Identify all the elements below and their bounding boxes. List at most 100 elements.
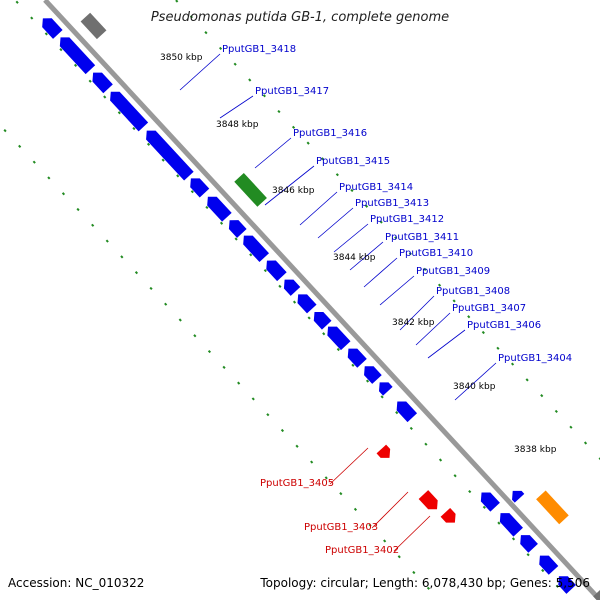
gene-features [42,12,600,600]
tick-mark [32,160,36,164]
forward-gene-label: PputGB1_3417 [255,86,329,97]
tick-mark [193,334,197,338]
tick-mark [103,95,107,99]
forward-gene-4 [146,130,194,181]
tick-mark [467,315,471,319]
forward-gene-21-shape [539,555,559,575]
tick-mark [164,302,168,306]
tick-mark [335,173,339,177]
leader-line [415,312,451,346]
tick-mark [497,521,501,525]
tick-mark [277,109,281,114]
tick-mark [295,444,299,448]
forward-gene-14-shape [347,348,367,368]
tick-mark [292,300,297,304]
forward-gene-9-shape [266,260,287,282]
tick-mark [233,62,237,66]
forward-gene-label: PputGB1_3413 [355,198,429,209]
forward-gene-10-shape [283,279,301,296]
label-leaders [179,53,497,552]
tick-mark [510,362,515,366]
tick-mark [368,523,372,527]
tick-mark [91,223,95,227]
accession-text: Accession: NC_010322 [8,576,145,590]
forward-gene-8 [243,235,270,263]
leader-line [363,257,398,288]
tick-mark [353,507,358,511]
tick-mark [306,141,310,145]
forward-gene-label: PputGB1_3415 [316,156,390,167]
forward-gene-3-shape [110,91,149,132]
forward-gene-2-shape [92,72,113,94]
tick-mark [468,489,472,494]
tick-mark [379,220,383,224]
forward-gene-1-shape [59,37,96,75]
forward-gene-0-shape [42,18,63,39]
forward-gene-6 [207,196,232,222]
leader-line [349,241,384,271]
genome-backbone [43,0,600,600]
forward-gene-3 [110,91,149,132]
leader-line [399,295,435,331]
tick-mark [380,395,384,399]
tick-mark [321,157,325,161]
forward-gene-19-shape [499,513,523,537]
forward-gene-12-shape [313,311,332,330]
highlight-gene-shape [536,490,569,525]
tick-mark [278,284,282,288]
forward-gene-label: PputGB1_3412 [370,214,444,225]
tick-mark [15,0,19,4]
tick-mark [541,568,545,573]
tick-marks [3,0,600,590]
tick-mark [397,555,401,559]
leader-line [254,137,292,169]
tick-mark [310,460,314,464]
tick-mark [412,570,416,575]
tick-mark [394,236,398,240]
leader-line [329,447,369,485]
tick-mark [262,94,266,98]
tick-mark [237,381,241,385]
scale-label: 3842 kbp [392,318,435,328]
forward-gene-label: PputGB1_3411 [385,232,459,243]
tick-mark [204,31,208,35]
leader-line [427,329,466,359]
tick-mark [134,271,139,275]
tick-mark [291,125,296,129]
tick-mark [423,267,427,271]
scale-label: 3846 kbp [272,186,315,196]
tick-mark [222,365,226,369]
scale-label: 3838 kbp [514,445,557,455]
tick-mark [307,316,311,320]
forward-gene-small [512,490,525,503]
forward-gene-13-shape [327,326,351,351]
tick-mark [149,286,153,291]
tick-mark [438,458,443,462]
forward-gene-17 [396,401,418,423]
forward-gene-label: PputGB1_3410 [399,248,473,259]
leader-line [371,491,409,529]
tick-mark [218,46,223,51]
forward-gene-0 [42,18,63,39]
other-feature-top-shape [80,12,107,40]
tick-mark [207,349,212,354]
forward-gene-label: PputGB1_3407 [452,303,526,314]
leader-line [219,95,254,119]
tick-mark [161,158,165,162]
leader-line [264,165,315,206]
tick-mark [105,239,109,243]
forward-gene-22 [558,576,576,594]
tick-mark [526,553,530,557]
forward-gene-19 [499,513,523,537]
other-feature-bottom-shape [593,587,600,600]
tick-mark [424,442,428,446]
tick-mark [132,126,136,131]
tick-mark [176,174,180,178]
leader-line [379,275,415,306]
forward-gene-20-shape [520,535,538,553]
tick-mark [408,251,412,256]
forward-gene-20 [520,535,538,553]
leader-line [179,53,221,91]
forward-gene-15 [364,366,382,384]
